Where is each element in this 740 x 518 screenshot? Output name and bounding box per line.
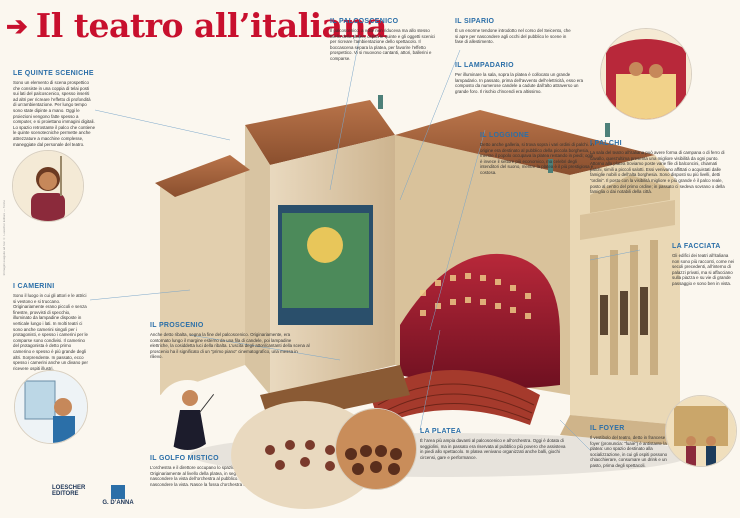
actress-illustration <box>12 150 84 222</box>
section-body: Per illuminare la sala, sopra la platea … <box>455 72 584 94</box>
section-body: L’orchestra e il direttore occupano lo s… <box>150 465 307 487</box>
box-audience-illustration <box>600 28 692 120</box>
section-heading: I CAMERINI <box>13 283 55 290</box>
section-palcoscenico: IL PALCOSCENICO Il palcoscenico, a volte… <box>330 18 440 62</box>
section-palchi: I PALCHI La sala del teatro all’italiana… <box>590 140 730 195</box>
section-body: Detto anche galleria, si trova sopra i v… <box>480 142 594 175</box>
section-camerini: I CAMERINI Sono il luogo in cui gli atto… <box>13 283 88 371</box>
section-body: La sala del teatro all’italiana può aver… <box>590 150 725 195</box>
section-golfo: IL GOLFO MISTICO L’orchestra e il dirett… <box>150 455 310 487</box>
loescher-logo: LOESCHER EDITORE <box>52 485 92 497</box>
section-heading: IL LOGGIONE <box>480 132 530 139</box>
section-body: Sono il luogo in cui gli attori e le att… <box>13 293 88 371</box>
section-heading: IL PROSCENIO <box>150 322 204 329</box>
audience-illustration <box>335 408 417 490</box>
section-heading: IL SIPARIO <box>455 18 495 25</box>
section-body: È un enorme tendone introdotto nel corso… <box>455 28 571 45</box>
title-block: ➔ Il teatro all’italiana <box>6 6 387 45</box>
arrow-right-icon: ➔ <box>6 10 28 41</box>
section-heading: LA PLATEA <box>420 428 462 435</box>
section-proscenio: IL PROSCENIO Anche detto ribalta, segna … <box>150 322 310 360</box>
danna-label: G. D’ANNA <box>102 500 134 506</box>
section-body: È l’area più ampia davanti al palcosceni… <box>420 438 566 460</box>
section-facciata: LA FACCIATA Gli edifici dei teatri all’i… <box>672 243 734 287</box>
section-sipario: IL SIPARIO È un enorme tendone introdott… <box>455 18 575 45</box>
section-heading: IL GOLFO MISTICO <box>150 455 219 462</box>
section-foyer: IL FOYER Il vestibolo del teatro, detto … <box>590 425 670 469</box>
page-title: Il teatro all’italiana <box>35 6 388 45</box>
section-heading: LE QUINTE SCENICHE <box>13 70 94 77</box>
danna-logo: G. D’ANNA <box>98 485 138 506</box>
section-heading: IL FOYER <box>590 425 625 432</box>
foyer-illustration <box>665 395 737 467</box>
conductor-illustration <box>155 380 220 450</box>
section-quinte: LE QUINTE SCENICHE Sono un elemento di s… <box>13 70 95 147</box>
dressing-room-illustration <box>14 370 88 444</box>
section-body: Gli edifici dei teatri all’italiana non … <box>672 253 734 286</box>
section-body: Il vestibolo del teatro, detto in france… <box>590 435 668 468</box>
section-body: Anche detto ribalta, segna la fine del p… <box>150 332 310 360</box>
section-loggione: IL LOGGIONE Detto anche galleria, si tro… <box>480 132 595 176</box>
section-body: Il palcoscenico, a volte non riduceva ma… <box>330 28 435 61</box>
section-platea: LA PLATEA È l’area più ampia davanti al … <box>420 428 570 460</box>
loescher-label: LOESCHER EDITORE <box>52 485 86 497</box>
section-lampadario: IL LAMPADARIO Per illuminare la sala, so… <box>455 62 585 94</box>
section-heading: I PALCHI <box>590 140 622 147</box>
section-heading: IL PALCOSCENICO <box>330 18 399 25</box>
section-body: Sono un elemento di scena prospettico ch… <box>13 80 96 147</box>
section-heading: LA FACCIATA <box>672 243 721 250</box>
section-heading: IL LAMPADARIO <box>455 62 514 69</box>
